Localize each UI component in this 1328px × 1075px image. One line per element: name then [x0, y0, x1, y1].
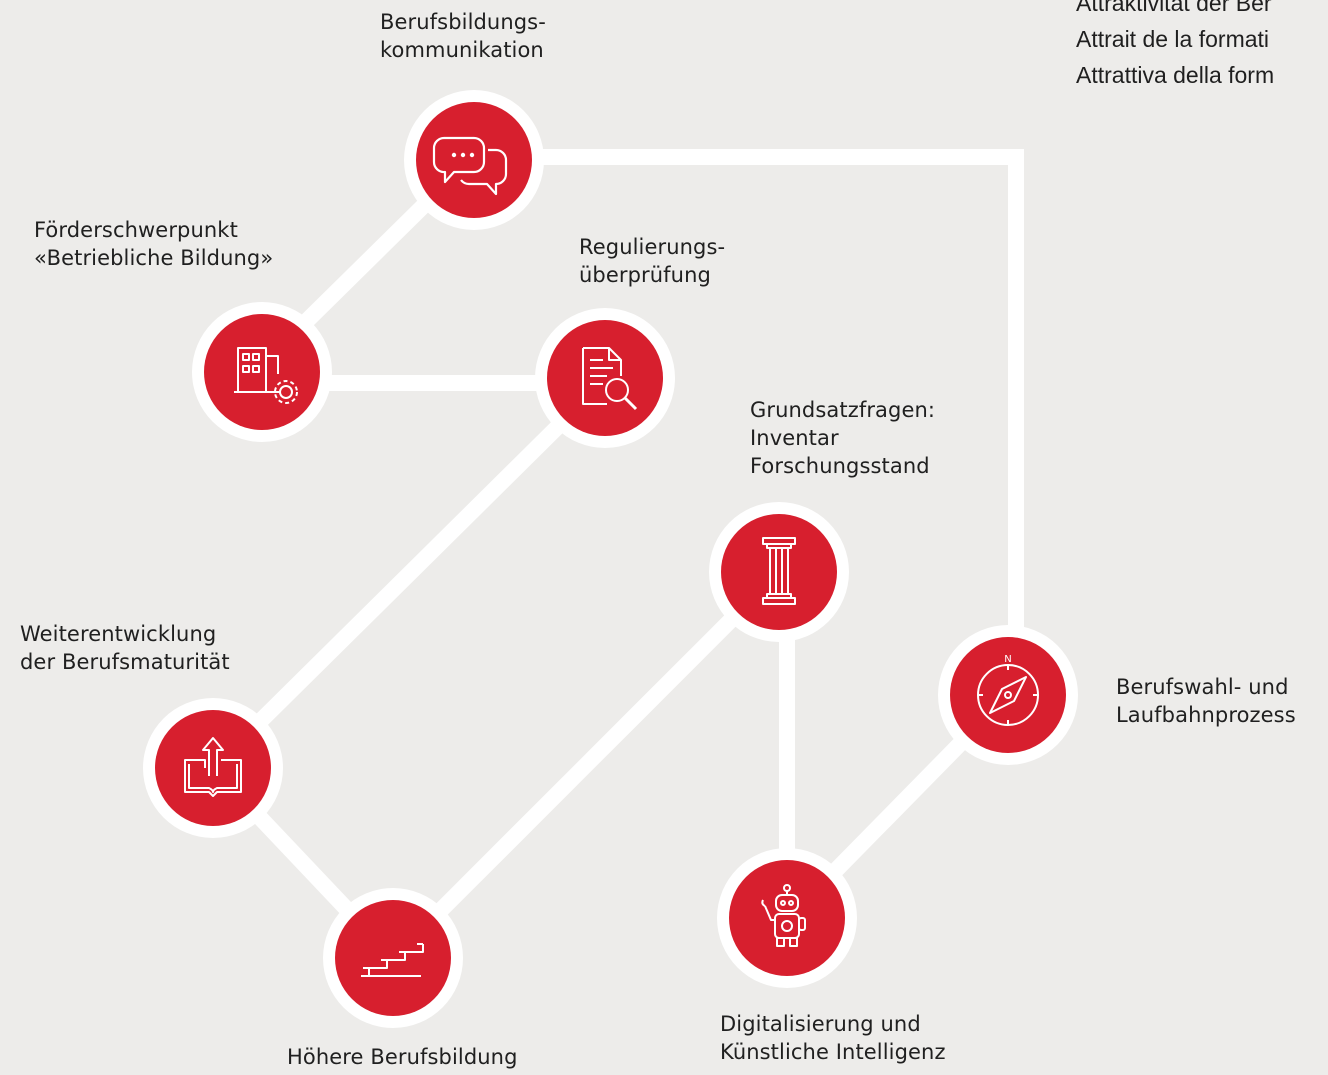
label-berufsmaturitaet: Weiterentwicklung der Berufsmaturität	[20, 622, 230, 674]
label-betrieblich: Förderschwerpunkt «Betriebliche Bildung»	[34, 218, 274, 270]
node-regulierung[interactable]	[535, 308, 675, 448]
header-title-de: Attraktivität der Ber	[1076, 0, 1272, 16]
connector-laufbahn-kommunikation	[470, 149, 1024, 695]
node-digital[interactable]	[717, 848, 857, 988]
connector-hoehere-grundsatz	[387, 566, 785, 964]
label-regulierung: Regulierungs- überprüfung	[579, 235, 726, 287]
label-grundsatz: Grundsatzfragen: Inventar Forschungsstan…	[750, 398, 936, 478]
node-grundsatz[interactable]	[709, 502, 849, 642]
label-hoehere: Höhere Berufsbildung	[287, 1045, 518, 1069]
header-title-it: Attrattiva della form	[1076, 62, 1275, 88]
robot-icon	[761, 884, 806, 947]
compass-icon: N	[977, 654, 1039, 726]
open-book-arrow-icon	[184, 737, 242, 797]
node-kommunikation[interactable]	[404, 90, 544, 230]
node-betrieblich[interactable]	[192, 302, 332, 442]
column-icon	[762, 537, 796, 605]
label-digital: Digitalisierung und Künstliche Intellige…	[720, 1012, 946, 1064]
building-gear-icon	[234, 347, 298, 404]
svg-text:N: N	[1004, 654, 1011, 665]
connector-regulierung-berufsmaturitaet	[207, 374, 611, 774]
node-laufbahn[interactable]: N	[938, 625, 1078, 765]
node-hoehere[interactable]	[323, 888, 463, 1028]
header-title: Attraktivität der Ber Attrait de la form…	[1076, 0, 1328, 90]
label-kommunikation: Berufsbildungs- kommunikation	[380, 10, 546, 62]
header-title-fr: Attrait de la formati	[1076, 26, 1270, 52]
label-laufbahn: Berufswahl- und Laufbahnprozess	[1116, 675, 1296, 727]
stairs-icon	[361, 943, 424, 977]
chat-bubbles-icon	[432, 136, 508, 196]
node-berufsmaturitaet[interactable]	[143, 698, 283, 838]
document-search-icon	[582, 347, 638, 411]
